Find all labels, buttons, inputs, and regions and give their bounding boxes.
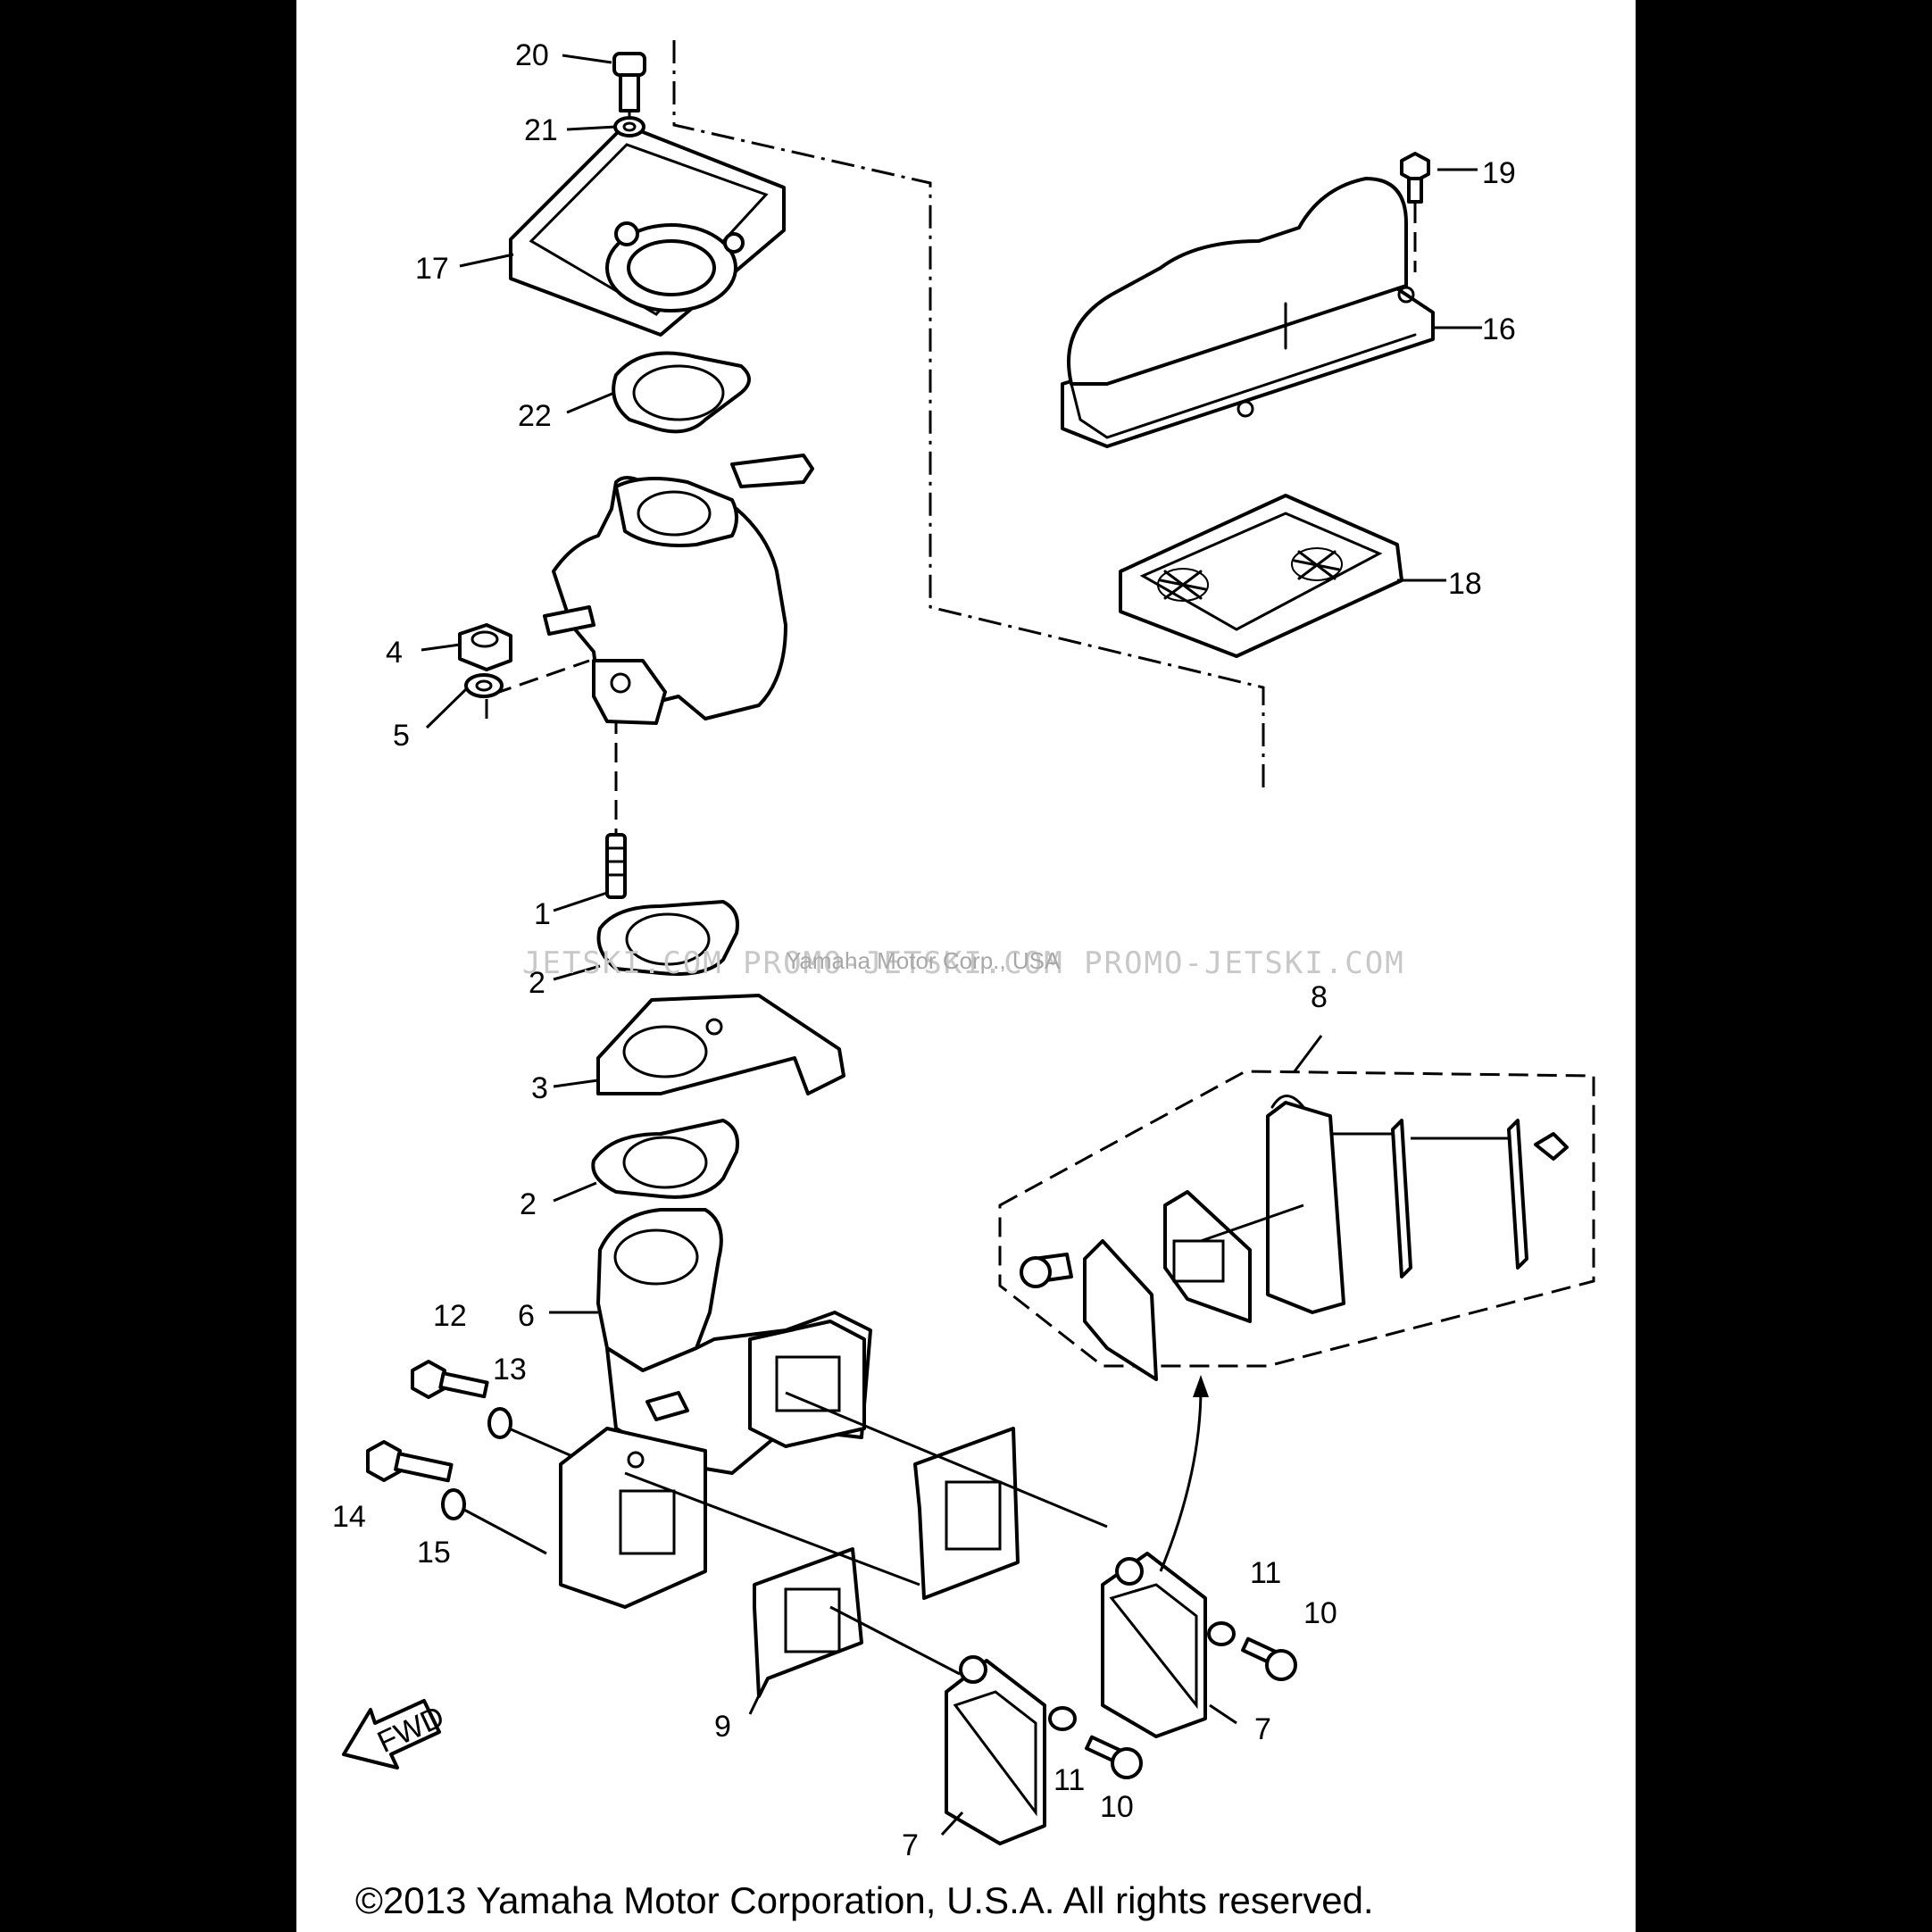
part-14-bolt — [366, 1440, 454, 1483]
label-14: 14 — [332, 1500, 366, 1534]
part-1-stud — [605, 833, 627, 899]
part-18-filter-element — [1119, 494, 1403, 658]
label-10-upper: 10 — [1303, 1596, 1337, 1630]
label-20: 20 — [515, 38, 549, 72]
label-11-lower: 11 — [1053, 1763, 1085, 1797]
label-11-upper: 11 — [1250, 1556, 1281, 1590]
part-10-bolt-lower — [1085, 1735, 1143, 1779]
filter-mesh-icon — [1157, 547, 1343, 602]
part-9-gasket-front — [753, 1547, 863, 1698]
label-18: 18 — [1448, 567, 1482, 601]
label-12: 12 — [433, 1299, 467, 1333]
watermark-brand: JETSKI.COM PROMO-JETSKI.COM PROMO-JETSKI… — [522, 945, 1405, 981]
part-7-reed-valve-lower — [945, 1655, 1046, 1845]
label-16: 16 — [1482, 312, 1516, 346]
part-9-gasket-rear — [913, 1427, 1020, 1600]
label-1: 1 — [534, 897, 551, 931]
label-19: 19 — [1482, 156, 1516, 190]
label-15: 15 — [417, 1536, 451, 1570]
part-7-reed-valve-upper — [1101, 1552, 1207, 1738]
arrow-head-icon — [1193, 1375, 1209, 1397]
label-5: 5 — [393, 719, 410, 753]
part-15-washer — [441, 1488, 466, 1520]
carburetor-body — [543, 454, 814, 725]
part-22-gasket — [612, 351, 751, 434]
label-leaders — [421, 54, 1482, 1836]
label-9: 9 — [714, 1710, 731, 1744]
label-10-lower: 10 — [1100, 1790, 1134, 1824]
label-7-upper: 7 — [1254, 1712, 1271, 1746]
fwd-arrow-icon: FWD — [342, 1699, 449, 1770]
part-19-bolt — [1400, 152, 1430, 272]
part-3-plate — [596, 994, 845, 1095]
label-13: 13 — [493, 1353, 527, 1387]
label-2-lower: 2 — [520, 1187, 537, 1221]
part-6-manifold — [596, 1208, 872, 1475]
part-8-reed-valve-detail — [998, 1070, 1595, 1381]
part-5-washer — [464, 673, 504, 698]
part-16-silencer-cover — [1061, 177, 1435, 448]
part-10-bolt-upper — [1241, 1636, 1297, 1681]
label-7-lower: 7 — [902, 1828, 919, 1862]
part-17-cover-plate — [509, 123, 786, 337]
label-3: 3 — [531, 1071, 548, 1105]
part-labels: 20 21 17 22 4 5 1 2 3 2 6 12 13 14 15 9 … — [332, 38, 1516, 1862]
label-8: 8 — [1311, 980, 1328, 1014]
label-22: 22 — [518, 399, 552, 433]
label-6: 6 — [518, 1299, 535, 1333]
label-21: 21 — [524, 113, 558, 147]
part-20-bolt — [612, 52, 646, 112]
part-4-nut — [458, 623, 512, 671]
part-12-bolt — [411, 1360, 489, 1399]
part-11-washer-lower — [1048, 1706, 1077, 1731]
manifold-left-plate — [559, 1427, 707, 1609]
part-11-washer-upper — [1207, 1621, 1236, 1646]
label-4: 4 — [386, 636, 403, 670]
copyright-notice: ©2013 Yamaha Motor Corporation, U.S.A. A… — [355, 1879, 1374, 1921]
part-13-washer — [487, 1407, 512, 1439]
part-2-gasket-lower — [591, 1119, 739, 1199]
part-2-gasket-upper — [596, 900, 739, 976]
watermark-owner: Yamaha Motor Corp., USA — [786, 947, 1061, 974]
label-17: 17 — [415, 252, 449, 286]
part-21-washer — [613, 116, 645, 137]
label-2-upper: 2 — [529, 966, 545, 1000]
